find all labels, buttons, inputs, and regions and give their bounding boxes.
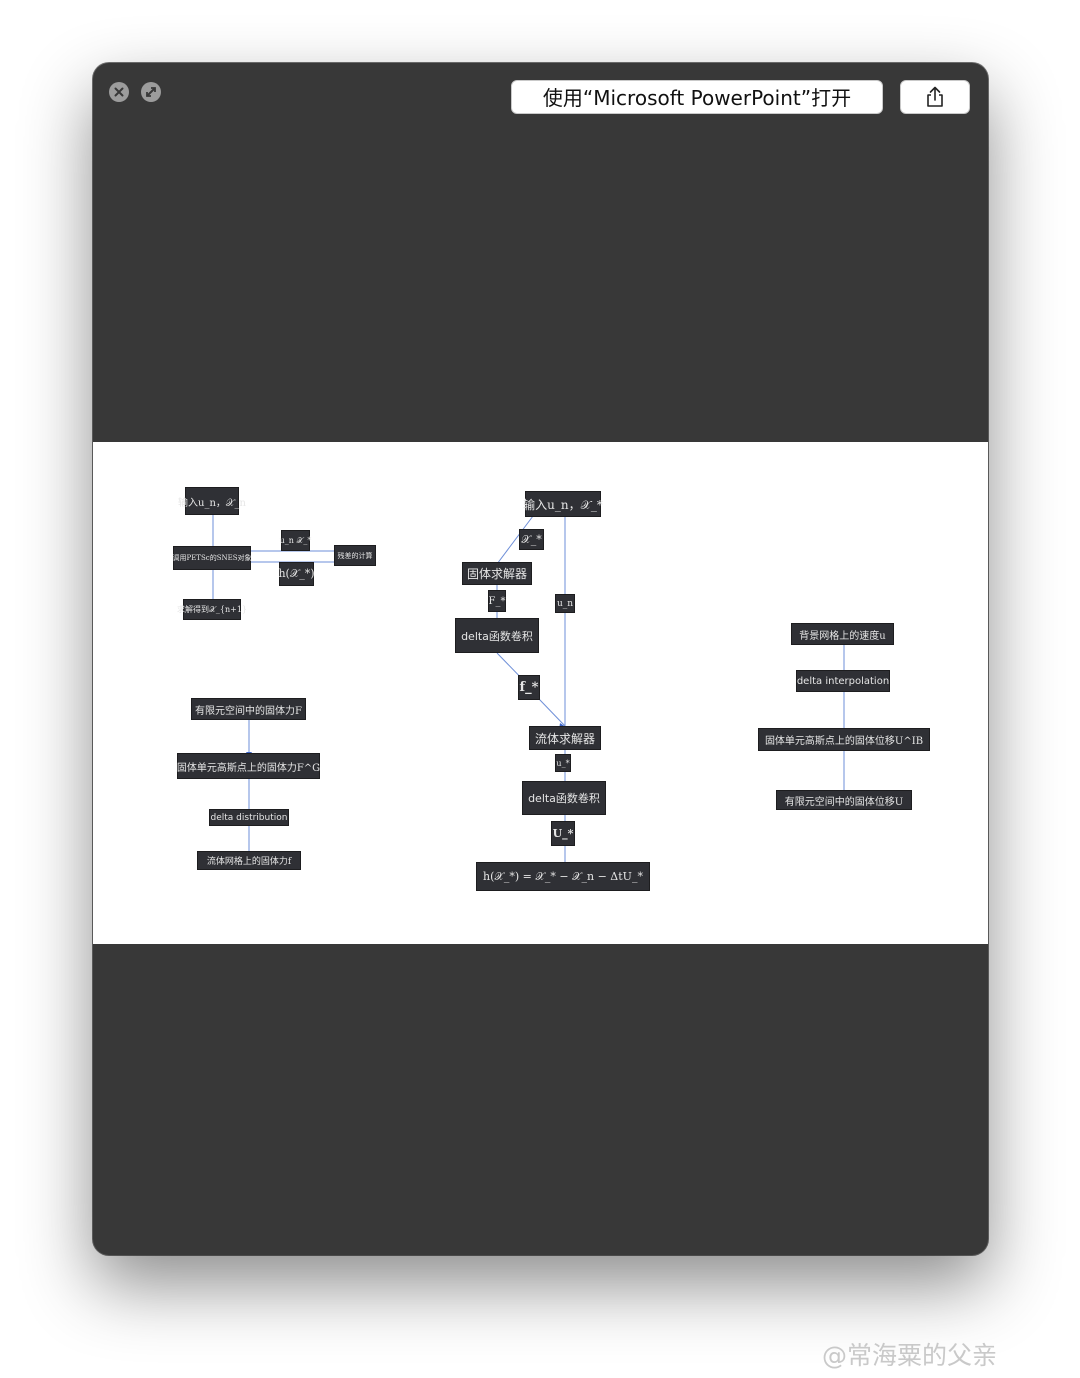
node-delta-distribution: delta distribution — [209, 809, 289, 826]
node-bg-velocity: 背景网格上的速度u — [791, 623, 894, 645]
fullscreen-disabled-icon[interactable] — [141, 82, 161, 102]
node-input-un-xn: 输入u_n，𝒳_n — [178, 487, 246, 515]
node-delta-interpolation: delta interpolation — [796, 670, 890, 692]
node-fe-displacement: 有限元空间中的固体位移U — [776, 790, 912, 810]
node-ustar: u_* — [555, 754, 571, 772]
node-fluid-solver: 流体求解器 — [529, 726, 601, 750]
node-h-xstar: h(𝒳_*) — [278, 562, 315, 586]
node-Ustar: U_* — [551, 821, 575, 846]
node-xstar: 𝒳_* — [519, 529, 544, 550]
share-icon — [927, 86, 943, 107]
node-un-xstar: u_n 𝒳_* — [280, 530, 311, 551]
node-gauss-displacement: 固体单元高斯点上的固体位移U^IB — [758, 728, 930, 751]
open-with-powerpoint-button[interactable]: 使用“Microsoft PowerPoint”打开 — [511, 80, 883, 114]
node-fstar: f_* — [518, 675, 540, 700]
node-h-equation: h(𝒳_*) = 𝒳_* − 𝒳_n − ΔtU_* — [476, 862, 650, 891]
node-fluid-solid-force: 流体网格上的固体力f — [197, 851, 301, 870]
node-petsc-snes: 调用PETSc的SNES对象 — [172, 546, 252, 570]
close-icon[interactable] — [109, 82, 129, 102]
share-button[interactable] — [900, 80, 970, 114]
preview-window: 使用“Microsoft PowerPoint”打开 — [93, 63, 988, 1255]
node-delta-convolution-1: delta函数卷积 — [455, 618, 539, 653]
node-delta-convolution-2: delta函数卷积 — [522, 781, 606, 815]
node-solve-xn1: 求解得到𝒳_{n+1} — [177, 599, 247, 620]
slide-content: 输入u_n，𝒳_n 调用PETSc的SNES对象 u_n 𝒳_* h(𝒳_*) … — [93, 442, 988, 944]
node-gauss-solid-force: 固体单元高斯点上的固体力F^G — [177, 753, 320, 779]
node-un: u_n — [555, 594, 575, 613]
node-fe-solid-force: 有限元空间中的固体力F — [191, 698, 306, 720]
node-residual: 残差的计算 — [334, 545, 376, 566]
node-Fstar: F_* — [488, 590, 506, 612]
watermark-text: @常海粟的父亲 — [822, 1341, 998, 1370]
node-center-input: 输入u_n，𝒳_* — [523, 491, 603, 517]
node-solid-solver: 固体求解器 — [462, 562, 532, 585]
